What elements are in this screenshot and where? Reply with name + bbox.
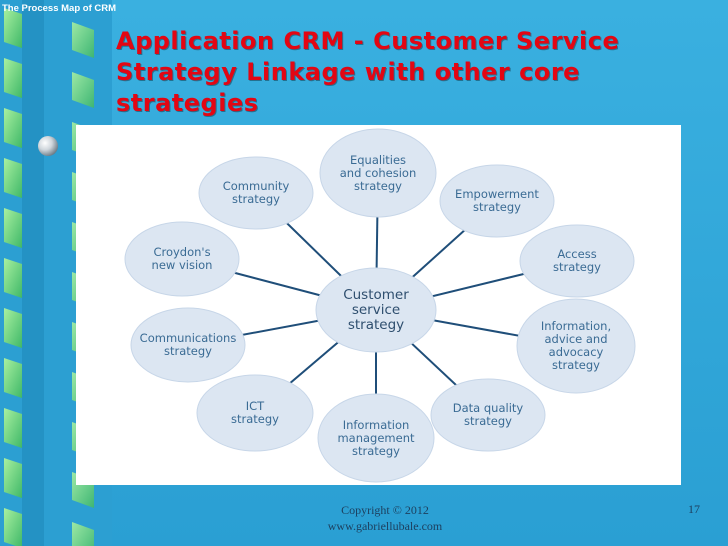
node-ict-bubble bbox=[196, 374, 314, 452]
node-information-advice-bubble bbox=[516, 298, 636, 394]
title-line-2: Strategy Linkage with other core bbox=[116, 58, 580, 86]
node-equalities-bubble bbox=[319, 128, 437, 218]
corner-label: The Process Map of CRM bbox=[2, 3, 117, 14]
node-communications-bubble bbox=[130, 307, 246, 383]
website-text: www.gabriellubale.com bbox=[327, 519, 443, 533]
node-empowerment-bubble bbox=[439, 164, 555, 238]
title-line-3: strategies bbox=[116, 89, 259, 117]
center-node-bubble bbox=[315, 267, 437, 353]
node-community-bubble bbox=[198, 156, 314, 230]
node-data-quality-bubble bbox=[430, 378, 546, 452]
page-number: 17 bbox=[688, 502, 700, 516]
slide-title: Application CRM - Customer Service Strat… bbox=[116, 26, 706, 119]
hub-spoke-diagram bbox=[124, 128, 636, 483]
node-information-management-bubble bbox=[317, 393, 435, 483]
footer: Copyright © 2012 www.gabriellubale.com bbox=[305, 502, 465, 534]
title-line-1: Application CRM - Customer Service bbox=[116, 27, 620, 55]
copyright-text: Copyright © 2012 bbox=[341, 503, 429, 517]
node-access-bubble bbox=[519, 224, 635, 298]
node-croydon-bubble bbox=[124, 221, 240, 297]
